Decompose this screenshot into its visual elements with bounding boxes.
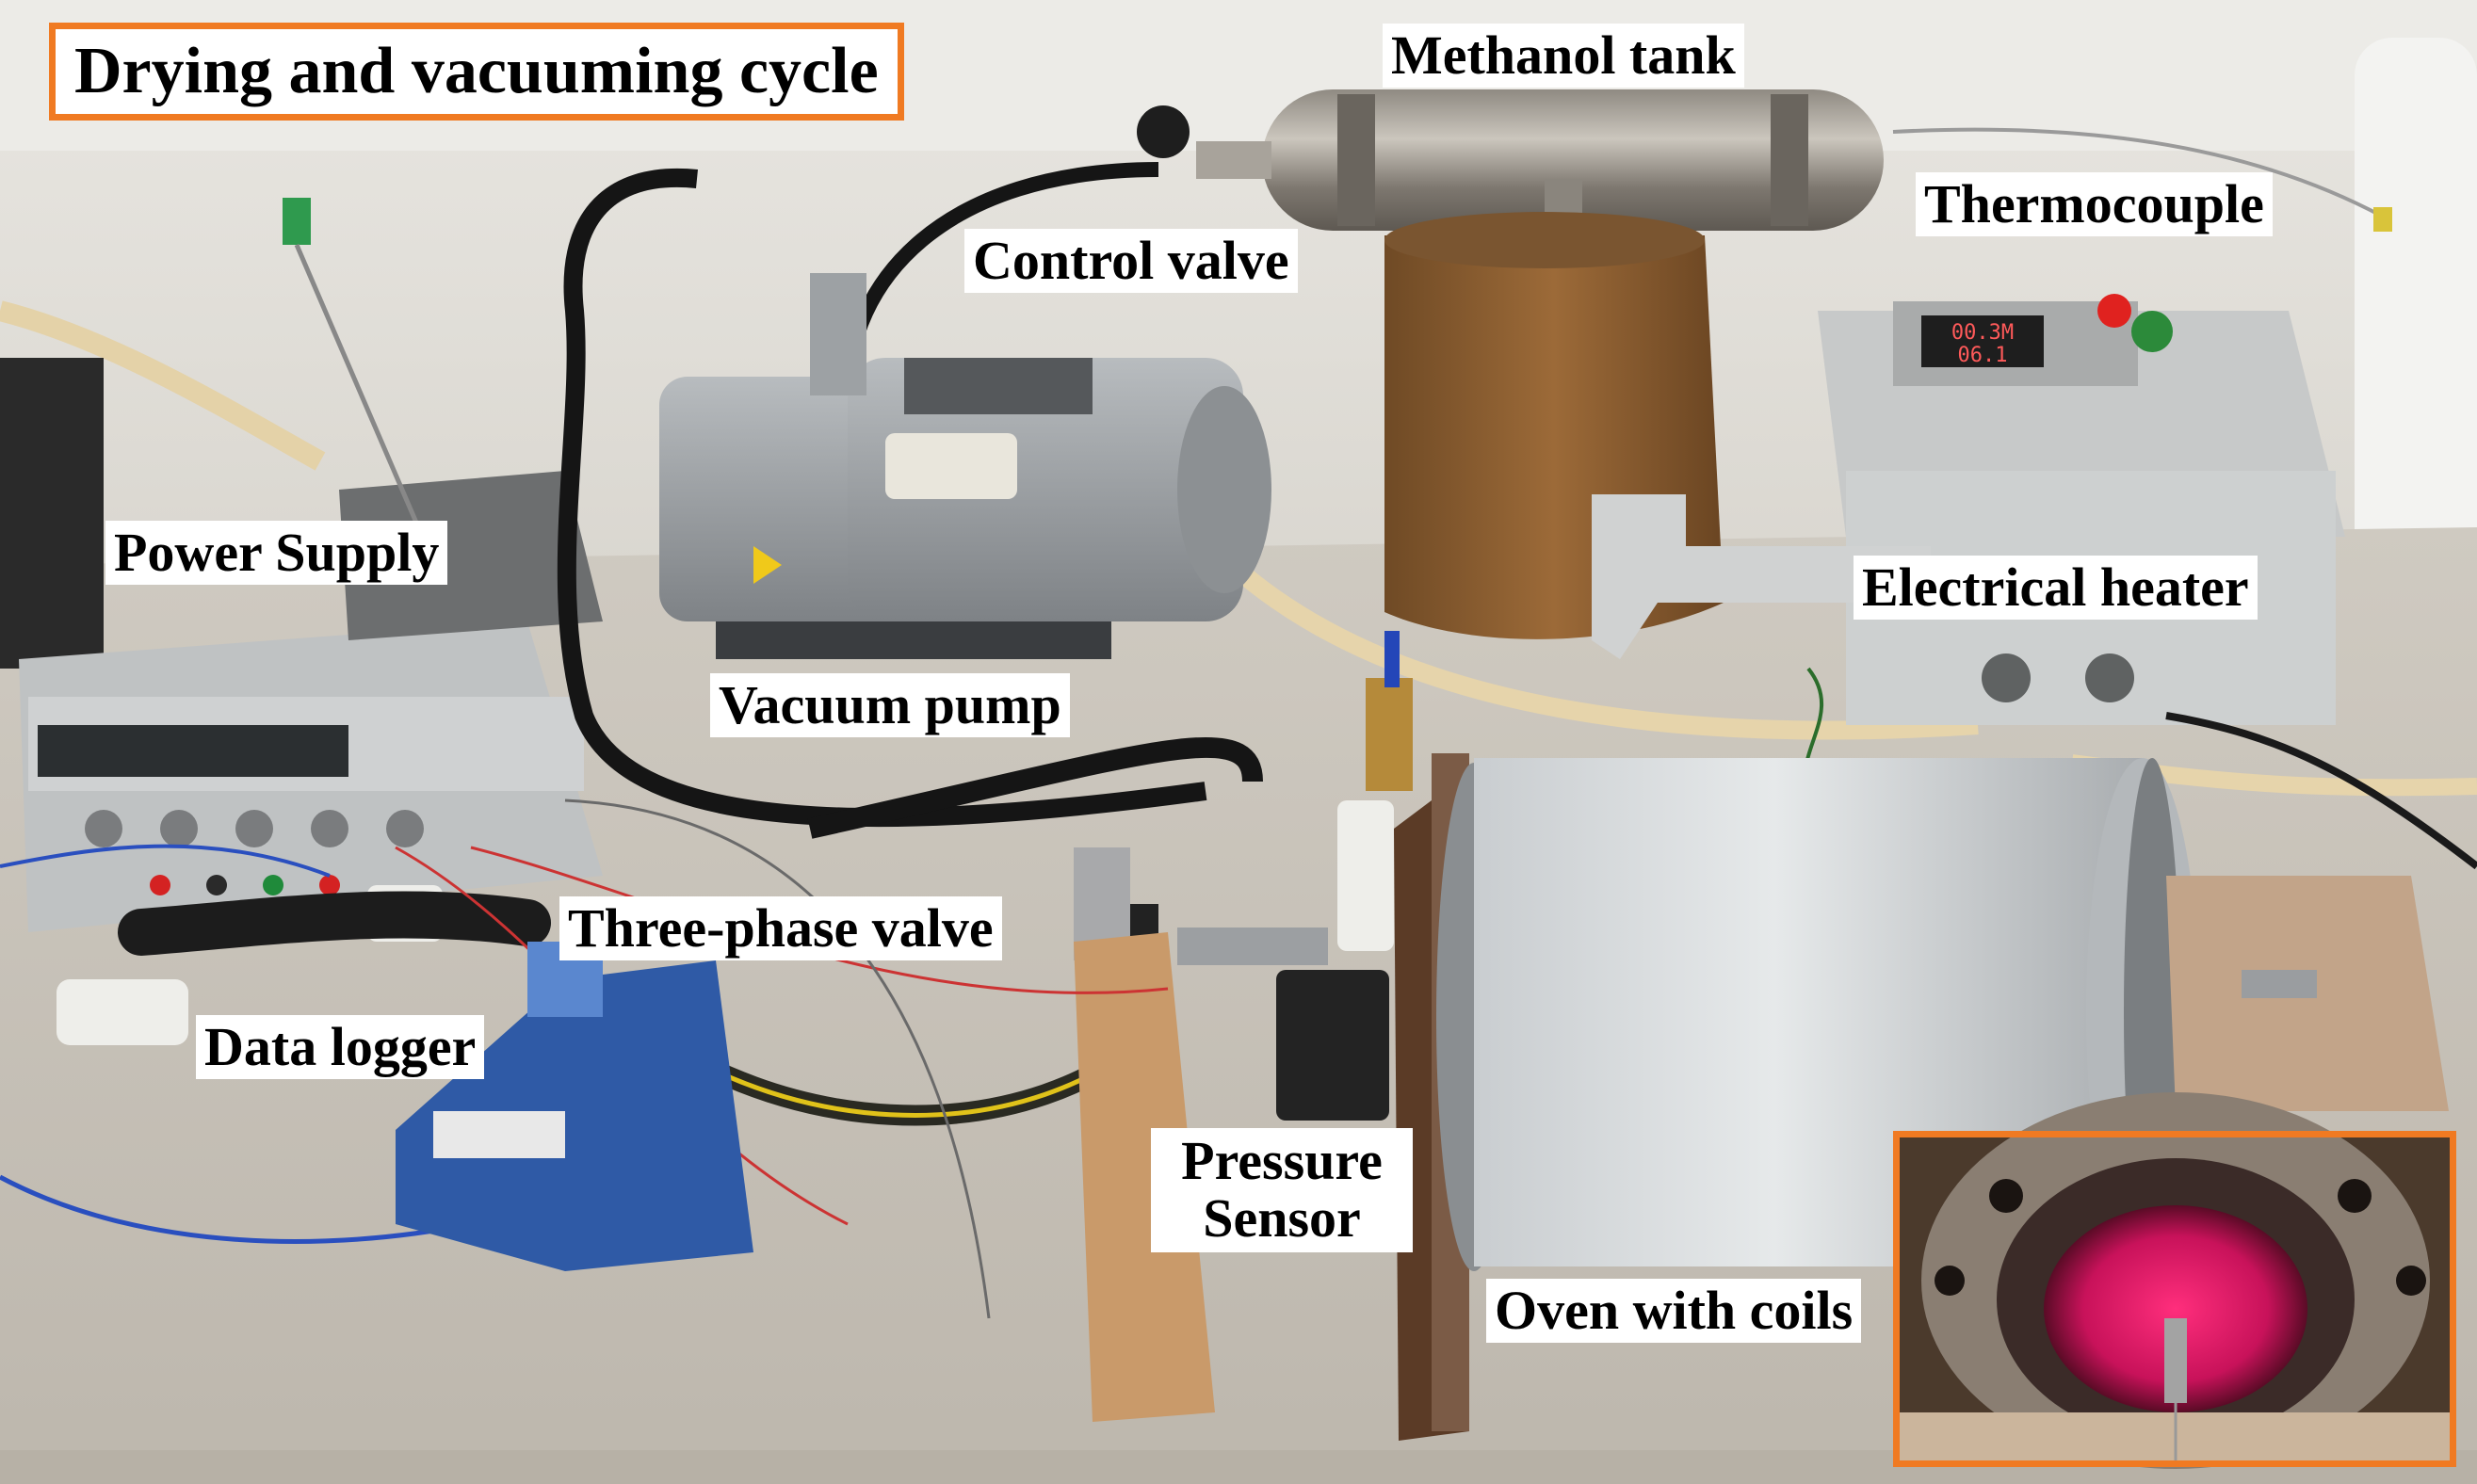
label-methanol-tank: Methanol tank bbox=[1383, 24, 1744, 88]
label-oven-with-coils: Oven with coils bbox=[1486, 1279, 1862, 1343]
label-pressure-sensor-line1: Pressure bbox=[1181, 1130, 1383, 1191]
label-three-phase-valve: Three-phase valve bbox=[559, 896, 1002, 960]
figure-title: Drying and vacuuming cycle bbox=[49, 23, 904, 121]
label-control-valve: Control valve bbox=[964, 229, 1298, 293]
label-pressure-sensor: Pressure Sensor bbox=[1151, 1128, 1413, 1252]
label-data-logger: Data logger bbox=[196, 1015, 485, 1079]
oven-coils-inset bbox=[1893, 1131, 2456, 1467]
label-pressure-sensor-line2: Sensor bbox=[1203, 1186, 1361, 1249]
heater-display-line2: 06.1 bbox=[1958, 344, 2008, 367]
label-vacuum-pump: Vacuum pump bbox=[710, 673, 1070, 737]
label-thermocouple: Thermocouple bbox=[1916, 172, 2273, 236]
label-electrical-heater: Electrical heater bbox=[1854, 556, 2258, 620]
label-power-supply: Power Supply bbox=[105, 521, 448, 585]
heater-display-line1: 00.3M bbox=[1951, 321, 2014, 345]
